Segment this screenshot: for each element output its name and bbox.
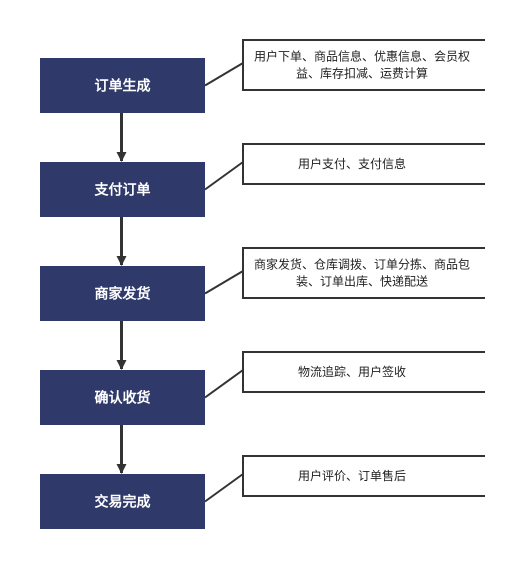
note-text-line: 装、订单出库、快递配送	[296, 274, 428, 289]
stage-note-4: 物流追踪、用户签收	[204, 351, 485, 399]
stage-2: 支付订单	[40, 162, 205, 217]
note-bracket	[242, 351, 485, 393]
stage-box	[40, 370, 205, 425]
note-connector	[204, 161, 244, 191]
stage-notes: 用户下单、商品信息、优惠信息、会员权益、库存扣减、运费计算用户支付、支付信息商家…	[204, 39, 485, 503]
stage-label: 确认收货	[95, 390, 151, 407]
stage-5: 交易完成	[40, 474, 205, 529]
stage-4: 确认收货	[40, 370, 205, 425]
stage-box	[40, 266, 205, 321]
stage-label: 支付订单	[94, 182, 151, 199]
note-text-line: 商家发货、仓库调拨、订单分拣、商品包	[254, 257, 470, 272]
note-text-line: 用户评价、订单售后	[298, 468, 406, 483]
stage-box	[40, 474, 205, 529]
note-connector	[204, 62, 244, 87]
note-connector	[204, 369, 244, 399]
stage-1: 订单生成	[40, 58, 205, 113]
stage-note-5: 用户评价、订单售后	[204, 455, 485, 503]
stage-label: 商家发货	[95, 286, 151, 303]
stage-box	[40, 58, 205, 113]
stage-box	[40, 162, 205, 217]
note-connector	[204, 473, 244, 503]
note-bracket	[242, 247, 485, 299]
note-connector	[204, 270, 244, 295]
note-text-line: 用户支付、支付信息	[298, 156, 406, 171]
stage-3: 商家发货	[40, 266, 205, 321]
note-text-line: 益、库存扣减、运费计算	[296, 66, 428, 81]
note-bracket	[242, 39, 485, 91]
note-bracket	[242, 143, 485, 185]
note-bracket	[242, 455, 485, 497]
stage-note-2: 用户支付、支付信息	[204, 143, 485, 191]
stage-label: 交易完成	[95, 494, 151, 511]
note-text-line: 用户下单、商品信息、优惠信息、会员权	[254, 49, 470, 64]
stage-label: 订单生成	[95, 78, 151, 95]
note-text-line: 物流追踪、用户签收	[298, 364, 406, 379]
